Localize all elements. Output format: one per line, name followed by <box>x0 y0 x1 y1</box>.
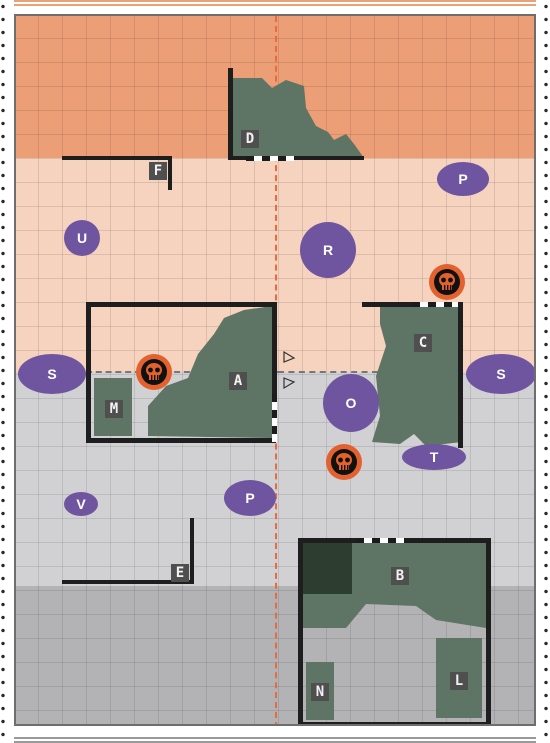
objective-o[interactable]: O <box>323 374 379 432</box>
wall-d-horizontal <box>228 156 364 160</box>
wall-a-checker <box>272 394 277 442</box>
wall-c-right <box>458 302 463 448</box>
wall-b-bottom <box>298 722 490 724</box>
wall-b-left <box>298 538 303 724</box>
terrain-label-d: D <box>241 130 259 148</box>
wall-f-horizontal <box>62 156 172 160</box>
terrain-label-f: F <box>149 162 167 180</box>
terrain-label-c: C <box>414 334 432 352</box>
wall-e-horizontal <box>62 580 194 584</box>
midline-left <box>86 371 278 373</box>
wall-a-bottom <box>86 438 276 443</box>
wall-b-checker <box>356 538 404 543</box>
terrain-label-e: E <box>171 564 189 582</box>
objective-u[interactable]: U <box>64 220 100 256</box>
wall-d-vertical <box>228 68 233 160</box>
wall-f-vertical <box>168 156 172 190</box>
objective-v[interactable]: V <box>64 492 98 516</box>
wall-a-right <box>272 302 277 442</box>
objective-t[interactable]: T <box>402 444 466 470</box>
terrain-label-a: A <box>229 372 247 390</box>
terrain-label-b: B <box>391 567 409 585</box>
objective-p-bottom[interactable]: P <box>224 480 276 516</box>
skull-marker[interactable] <box>136 354 172 390</box>
game-board: D F A M C E B N L P U R S S O T V P <box>14 14 536 726</box>
skull-marker[interactable] <box>326 444 362 480</box>
terrain-label-n: N <box>311 683 329 701</box>
skull-marker[interactable] <box>429 264 465 300</box>
left-dotted-border <box>1 0 5 743</box>
wall-c-checker <box>412 302 460 307</box>
wall-e-vertical <box>190 518 194 584</box>
wall-d-checker <box>246 156 294 161</box>
ruin-d-shape <box>94 78 486 720</box>
top-stripe <box>14 0 536 6</box>
skull-icon <box>434 269 460 295</box>
objective-s-left[interactable]: S <box>18 354 86 394</box>
objective-r[interactable]: R <box>300 222 356 278</box>
skull-icon <box>141 359 167 385</box>
midline-right <box>278 371 378 373</box>
objective-p-top[interactable]: P <box>437 162 489 196</box>
right-dotted-border <box>544 0 548 743</box>
objective-s-right[interactable]: S <box>466 354 534 394</box>
wall-a-left <box>86 302 91 442</box>
wall-a-top <box>86 302 276 307</box>
terrain-label-m: M <box>105 400 123 418</box>
terrain-label-l: L <box>450 672 468 690</box>
wall-b-right <box>486 538 491 724</box>
triangle-arrow-icon <box>283 350 296 390</box>
skull-icon <box>331 449 357 475</box>
bottom-stripe <box>14 737 536 743</box>
